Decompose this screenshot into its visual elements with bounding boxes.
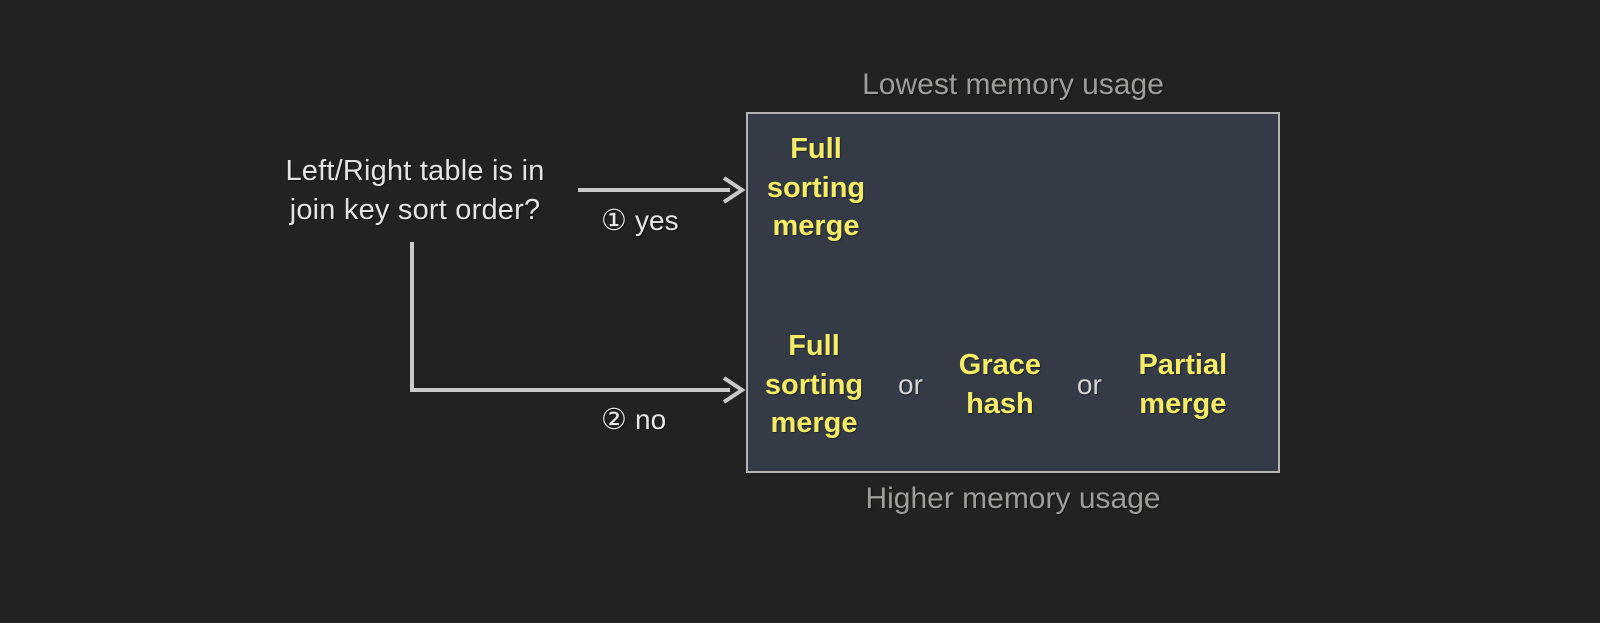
strategy-grace-hash: Grace hash [945,346,1055,423]
branch-label-yes: ① yes [601,203,679,237]
strategy-line: sorting [766,171,866,204]
strategy-line: merge [1139,387,1227,420]
branch-label-yes-text: yes [635,205,679,236]
decision-question-line-2: join key sort order? [289,193,541,226]
strategy-line: merge [770,407,858,440]
strategy-line: Full [788,330,840,362]
decision-question-line-1: Left/Right table is in [285,155,545,187]
strategy-line: Full [790,133,842,165]
strategy-row-no: Full sorting merge or Grace hash or Part… [748,327,1278,443]
strategy-partial-merge: Partial merge [1124,346,1242,423]
strategy-line: Grace [958,349,1042,382]
strategy-line: sorting [764,368,864,401]
strategy-full-sorting-merge-sorted: Full sorting merge [756,130,876,246]
arrow-no-line [410,242,730,392]
strategy-line: Partial [1138,349,1228,382]
strategy-full-sorting-merge-unsorted: Full sorting merge [752,327,876,443]
branch-label-no-text: no [635,404,667,435]
caption-lowest-memory: Lowest memory usage [862,68,1164,101]
strategy-row-yes: Full sorting merge [748,130,1278,246]
strategy-line: merge [772,210,860,243]
branch-label-no: ② no [601,402,666,436]
strategy-line: hash [966,387,1034,420]
caption-higher-memory: Higher memory usage [865,482,1161,515]
circled-number-1-icon: ① [601,203,627,237]
strategy-separator-or-2: or [1076,368,1102,400]
decision-question: Left/Right table is in join key sort ord… [250,152,580,229]
join-strategy-panel: Full sorting merge Full sorting merge or… [746,112,1280,473]
circled-number-2-icon: ② [601,402,627,436]
arrowhead-yes-icon [722,176,746,204]
arrowhead-no-icon [722,376,746,404]
strategy-separator-or-1: or [898,368,923,400]
